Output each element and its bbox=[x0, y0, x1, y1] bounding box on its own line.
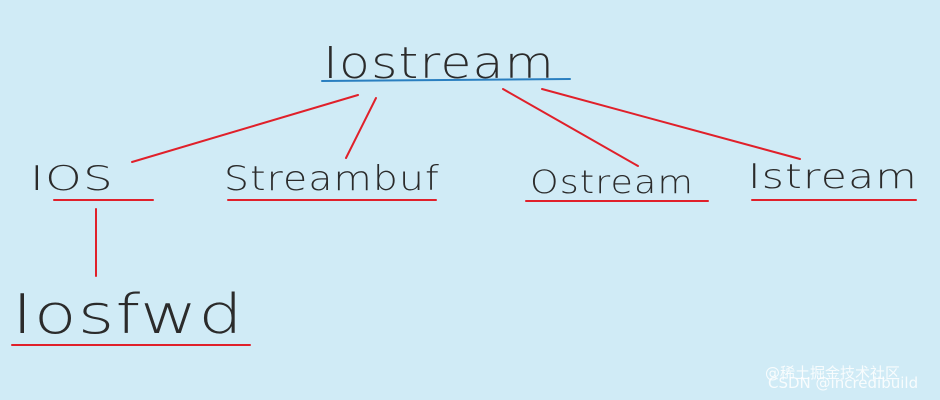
node-iosfwd: Iosfwd bbox=[12, 283, 244, 346]
edge-iostream-ios bbox=[131, 94, 359, 163]
node-istream: Istream bbox=[748, 157, 918, 197]
edge-iostream-streambuf bbox=[345, 97, 377, 159]
node-ios: IOS bbox=[30, 159, 114, 199]
edge-iostream-ostream bbox=[502, 88, 639, 167]
connectors bbox=[95, 88, 801, 277]
node-iostream: Iostream bbox=[323, 38, 555, 89]
node-streambuf: Streambuf bbox=[224, 159, 440, 199]
watermark-line2: CSDN @incredibuild bbox=[768, 374, 918, 392]
node-labels: Iostream IOS Streambuf Ostream Istream I… bbox=[12, 38, 918, 346]
root-underline bbox=[321, 78, 571, 82]
underlines bbox=[11, 78, 917, 346]
edge-iostream-istream bbox=[541, 88, 801, 160]
watermark-line1: @稀土掘金技术社区 bbox=[765, 364, 900, 382]
node-ostream: Ostream bbox=[530, 163, 694, 201]
watermark: @稀土掘金技术社区 CSDN @incredibuild bbox=[765, 364, 918, 392]
